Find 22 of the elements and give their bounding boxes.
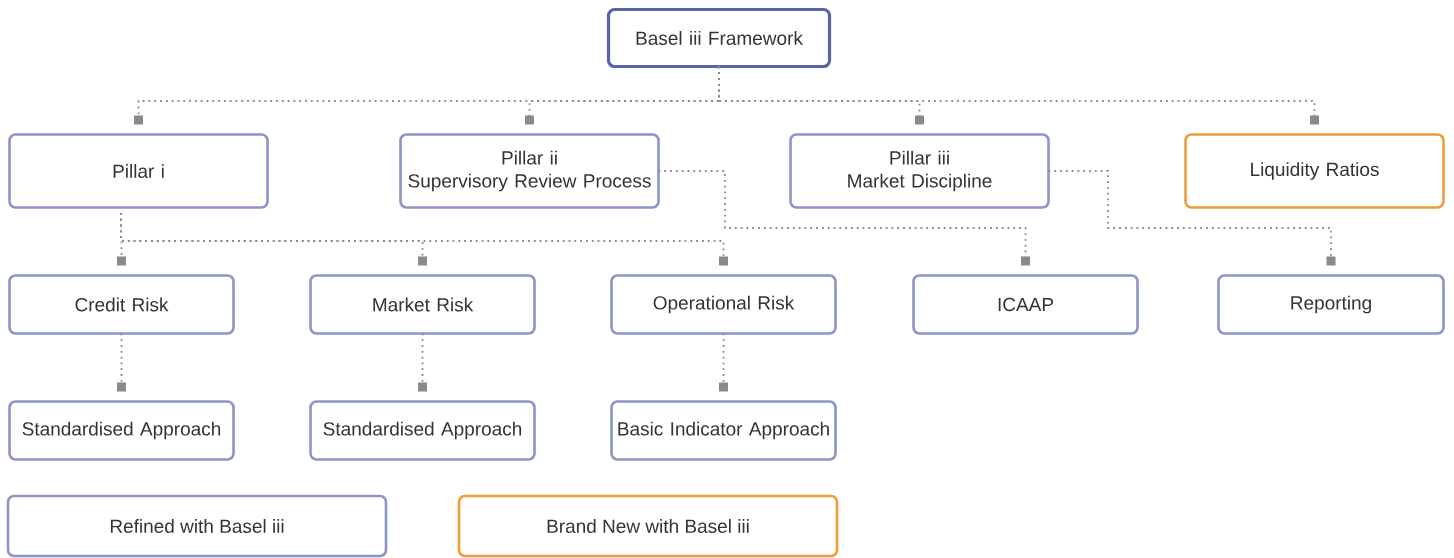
process-box: Liquidity Ratios	[1184, 133, 1445, 209]
legend-text: Refined with Basel iii	[110, 519, 284, 533]
legend-text: Brand New with Basel iii	[547, 519, 749, 533]
connector	[719, 332, 728, 392]
process-box: Credit Risk	[8, 274, 235, 335]
process-box: Reporting	[1217, 274, 1445, 335]
connector	[718, 65, 1319, 125]
connector	[1047, 170, 1336, 266]
process-box: ICAAP	[912, 274, 1139, 335]
process-box: Operational Risk	[610, 274, 837, 335]
process-box: Market Risk	[309, 274, 536, 335]
connector	[120, 212, 728, 266]
process-box: Standardised Approach	[8, 400, 235, 461]
connector	[117, 332, 126, 392]
process-box: Pillar iii Market Discipline	[789, 133, 1050, 209]
process-box: Standardised Approach	[309, 400, 536, 461]
process-box: Basic Indicator Approach	[610, 400, 837, 461]
process-box: Pillar ii Supervisory Review Process	[399, 133, 660, 209]
connector	[657, 170, 1030, 266]
connector	[418, 332, 427, 392]
process-box: Pillar i	[8, 133, 269, 209]
process-box: Basel iii Framework	[606, 7, 832, 69]
